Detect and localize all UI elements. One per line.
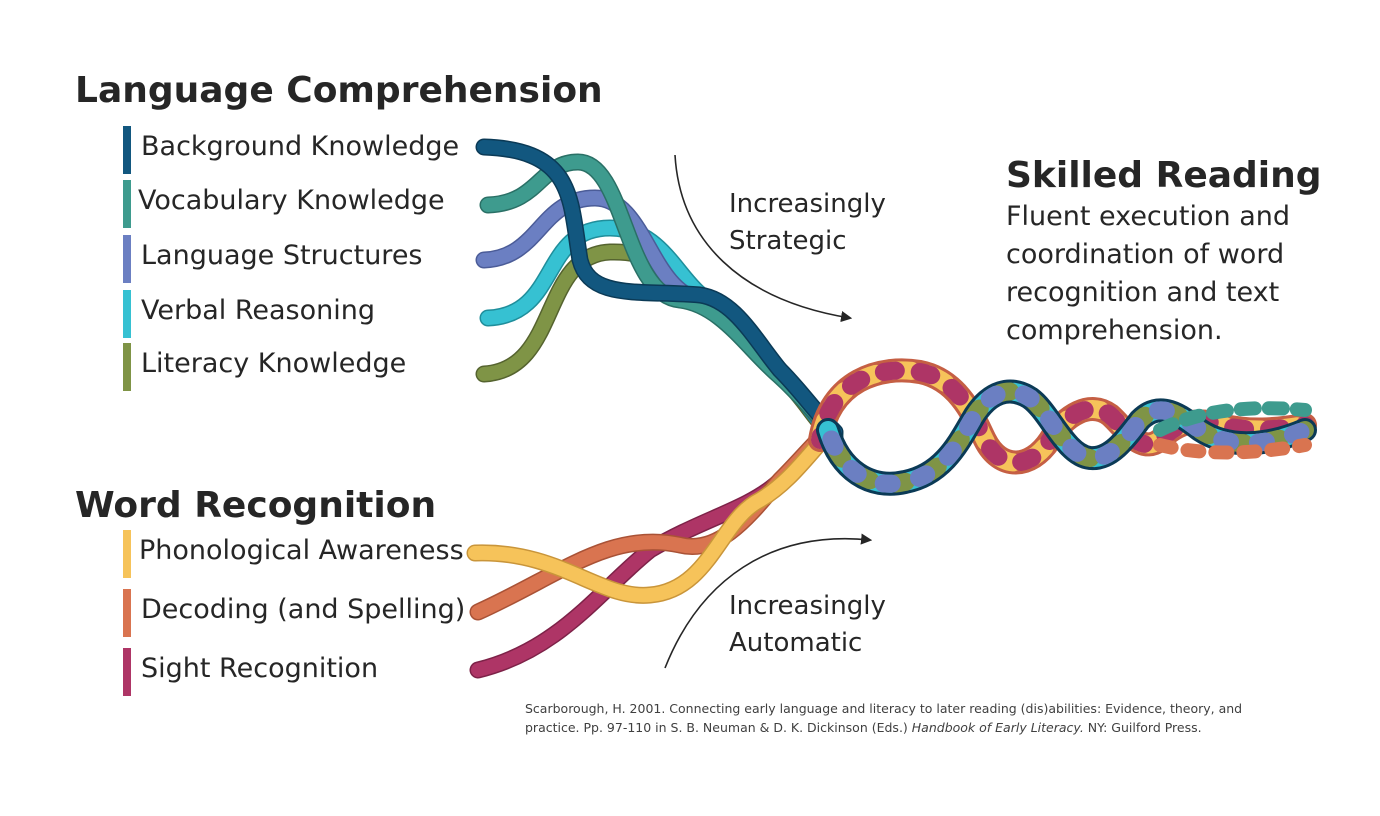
description-line: comprehension. <box>1006 315 1223 346</box>
word-recognition-strands <box>466 419 839 679</box>
citation-book-title: Handbook of Early Literacy. <box>911 720 1084 735</box>
citation: Scarborough, H. 2001. Connecting early l… <box>525 699 1242 737</box>
note-line: Increasingly <box>729 591 886 621</box>
strand-phonological-awareness <box>466 423 839 604</box>
citation-publisher: NY: Guilford Press. <box>1083 720 1202 735</box>
description-line: Fluent execution and <box>1006 201 1290 232</box>
color-swatch <box>123 180 131 228</box>
legend-label: Language Structures <box>141 240 423 271</box>
color-swatch <box>123 530 131 578</box>
skilled-reading-title: Skilled Reading <box>1006 155 1322 196</box>
color-swatch <box>123 589 131 637</box>
legend-label: Vocabulary Knowledge <box>138 185 445 216</box>
legend-label: Verbal Reasoning <box>141 295 376 326</box>
citation-text: practice. Pp. 97-110 in S. B. Neuman & D… <box>525 720 912 735</box>
description-line: coordination of word <box>1006 239 1285 270</box>
strategic-arrow <box>674 154 853 323</box>
language-comprehension-strands <box>475 138 844 449</box>
increasingly-strategic-note: Increasingly Strategic <box>729 186 886 260</box>
description-line: recognition and text <box>1006 277 1280 308</box>
note-line: Strategic <box>729 226 847 256</box>
legend-label: Background Knowledge <box>141 131 460 162</box>
citation-line-1: Scarborough, H. 2001. Connecting early l… <box>525 701 1243 716</box>
legend-label: Sight Recognition <box>141 653 379 684</box>
legend-label: Decoding (and Spelling) <box>141 594 466 625</box>
color-swatch <box>123 290 131 338</box>
word-recognition-heading: Word Recognition <box>75 485 437 526</box>
legend-label: Phonological Awareness <box>139 535 464 566</box>
braided-rope <box>808 358 1317 496</box>
language-comprehension-heading: Language Comprehension <box>75 70 603 111</box>
color-swatch <box>123 235 131 283</box>
note-line: Increasingly <box>729 189 886 219</box>
skilled-reading-description: Fluent execution and coordination of wor… <box>1006 198 1322 350</box>
citation-line-2: practice. Pp. 97-110 in S. B. Neuman & D… <box>525 718 1242 737</box>
color-swatch <box>123 648 131 696</box>
color-swatch <box>123 126 131 174</box>
legend-label: Literacy Knowledge <box>141 348 407 379</box>
skilled-reading-block: Skilled Reading Fluent execution and coo… <box>1006 155 1322 350</box>
color-swatch <box>123 343 131 391</box>
automatic-arrow <box>664 533 873 669</box>
note-line: Automatic <box>729 628 863 658</box>
increasingly-automatic-note: Increasingly Automatic <box>729 588 886 662</box>
